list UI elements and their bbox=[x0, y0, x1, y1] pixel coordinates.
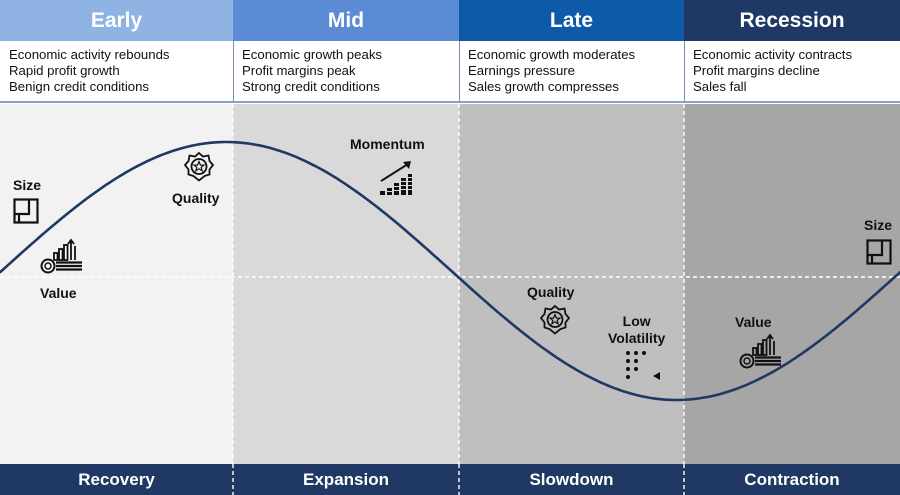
quality-icon bbox=[183, 151, 215, 182]
low-volatility-icon bbox=[626, 351, 660, 380]
description-divider bbox=[233, 41, 234, 101]
phase-band-recession bbox=[684, 104, 900, 464]
factor-label-value: Value bbox=[40, 285, 77, 301]
value-icon bbox=[40, 238, 82, 274]
quality-icon bbox=[539, 304, 571, 335]
bullet: Economic activity contracts bbox=[693, 47, 853, 62]
phase-footer-slowdown: Slowdown bbox=[459, 464, 684, 495]
value-icon bbox=[739, 333, 781, 369]
momentum-icon bbox=[380, 161, 412, 195]
factor-label-low-volatility: Low Volatility bbox=[608, 313, 666, 346]
bullet: Strong credit conditions bbox=[242, 79, 380, 94]
bullet: Profit margins decline bbox=[693, 63, 820, 78]
phase-header-mid: Mid bbox=[233, 0, 459, 41]
phase-header-recession: Recession bbox=[684, 0, 900, 41]
phase-description-mid: Economic growth peaks Profit margins pea… bbox=[233, 41, 459, 101]
description-divider bbox=[459, 41, 460, 101]
description-bottom-rule bbox=[0, 101, 900, 103]
factor-label-size: Size bbox=[864, 217, 893, 233]
phase-description-early: Economic activity rebounds Rapid profit … bbox=[0, 41, 233, 101]
bullet: Economic growth peaks bbox=[242, 47, 383, 62]
phase-footer-contraction: Contraction bbox=[684, 464, 900, 495]
bullet: Profit margins peak bbox=[242, 63, 356, 78]
bullet: Earnings pressure bbox=[468, 63, 576, 78]
size-icon bbox=[13, 198, 39, 224]
factor-label-quality: Quality bbox=[527, 284, 575, 300]
bullet: Rapid profit growth bbox=[9, 63, 120, 78]
description-divider bbox=[684, 41, 685, 101]
phase-header-late: Late bbox=[459, 0, 684, 41]
factor-label-value: Value bbox=[735, 314, 772, 330]
factor-label-momentum: Momentum bbox=[350, 136, 425, 152]
bullet: Economic growth moderates bbox=[468, 47, 636, 62]
phase-description-recession: Economic activity contracts Profit margi… bbox=[684, 41, 900, 101]
phase-footer-expansion: Expansion bbox=[233, 464, 459, 495]
bullet: Sales growth compresses bbox=[468, 79, 619, 94]
bullet: Benign credit conditions bbox=[9, 79, 150, 94]
factor-label-size: Size bbox=[13, 177, 42, 193]
phase-header-early: Early bbox=[0, 0, 233, 41]
phase-footer-recovery: Recovery bbox=[0, 464, 233, 495]
bullet: Sales fall bbox=[693, 79, 747, 94]
factor-label-quality: Quality bbox=[172, 190, 220, 206]
bullet: Economic activity rebounds bbox=[9, 47, 170, 62]
phase-band-mid bbox=[233, 104, 459, 464]
size-icon bbox=[866, 239, 892, 265]
phase-description-late: Economic growth moderates Earnings press… bbox=[459, 41, 684, 101]
